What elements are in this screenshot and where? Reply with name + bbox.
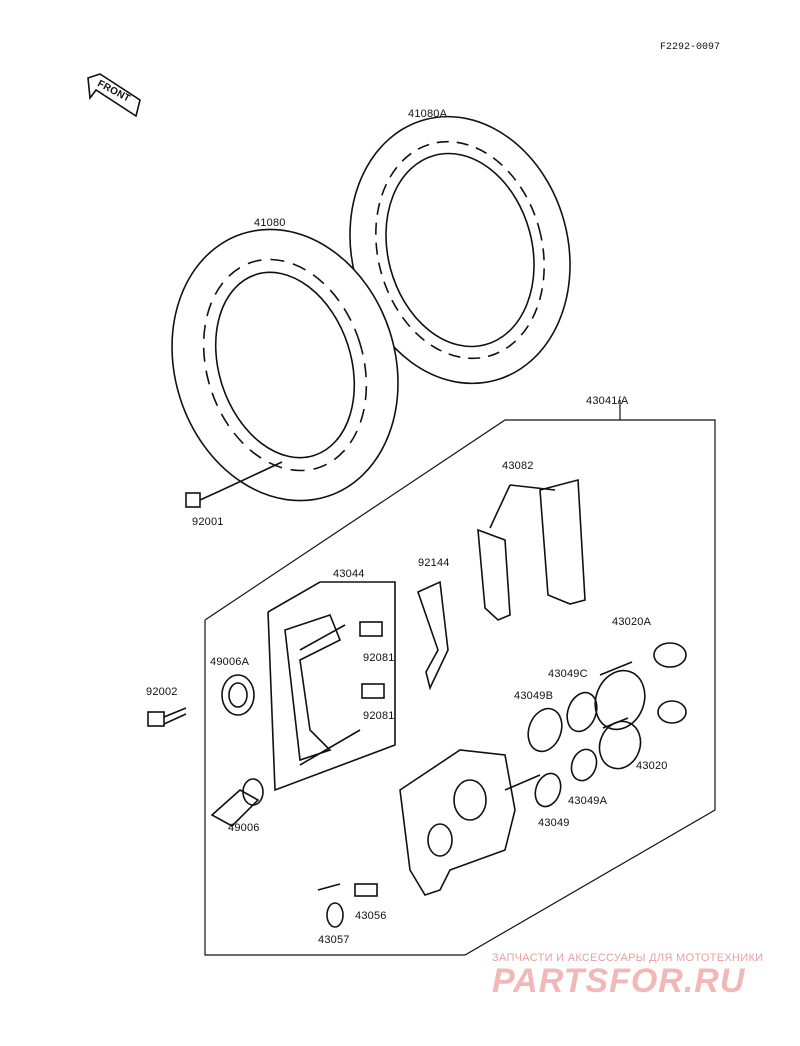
part-label-43049c: 43049C xyxy=(548,668,588,680)
part-label-92081-1: 92081 xyxy=(363,652,395,664)
piston-43020 xyxy=(598,717,642,770)
bracket-clip-92081-2 xyxy=(361,683,385,699)
front-arrow-icon xyxy=(87,73,141,118)
bracket-clip-92081-1 xyxy=(359,621,383,637)
part-label-43049: 43049 xyxy=(538,817,570,829)
part-label-43020a: 43020A xyxy=(612,616,652,628)
bolt-92002 xyxy=(147,707,187,727)
seal-43049b xyxy=(527,707,563,753)
boot-49006a xyxy=(221,674,255,716)
seal-43049c xyxy=(566,691,598,733)
piston-end-cap-a xyxy=(653,642,687,668)
piston-end-cap xyxy=(657,700,687,724)
diagram-code: F2292-0097 xyxy=(660,42,721,53)
part-label-43049b: 43049B xyxy=(514,690,554,702)
part-label-49006: 49006 xyxy=(228,822,260,834)
seal-43049 xyxy=(534,772,562,808)
part-label-41080a: 41080A xyxy=(408,108,448,120)
pin-49006 xyxy=(210,778,264,827)
brake-pads-43082 xyxy=(477,478,586,621)
pad-spring-92144 xyxy=(417,580,449,691)
part-label-43020: 43020 xyxy=(636,760,668,772)
seal-43049a xyxy=(570,748,598,782)
part-label-92144: 92144 xyxy=(418,557,450,569)
watermark-subtitle: ЗАПЧАСТИ И АКСЕССУАРЫ ДЛЯ МОТОТЕХНИКИ xyxy=(492,952,764,964)
part-label-92081-2: 92081 xyxy=(363,710,395,722)
part-label-43082: 43082 xyxy=(502,460,534,472)
caliper-bracket-43044 xyxy=(267,581,396,792)
part-label-49006a: 49006A xyxy=(210,656,250,668)
part-label-92001: 92001 xyxy=(192,516,224,528)
bleeder-43056 xyxy=(354,883,378,897)
caliper-assembly-outline xyxy=(204,400,716,956)
caliper-body xyxy=(399,749,541,896)
brake-disc-41080 xyxy=(171,228,399,502)
part-label-43056: 43056 xyxy=(355,910,387,922)
part-label-41080: 41080 xyxy=(254,217,286,229)
part-label-43049a: 43049A xyxy=(568,795,608,807)
watermark-logo: PARTSFOR.RU xyxy=(492,962,746,1000)
bleeder-cap-43057 xyxy=(317,883,344,928)
piston-43020a xyxy=(594,661,646,731)
part-label-92002: 92002 xyxy=(146,686,178,698)
part-label-43057: 43057 xyxy=(318,934,350,946)
part-label-43041a: 43041/A xyxy=(586,395,629,407)
part-label-43044: 43044 xyxy=(333,568,365,580)
disc-bolt-92001 xyxy=(185,461,283,508)
